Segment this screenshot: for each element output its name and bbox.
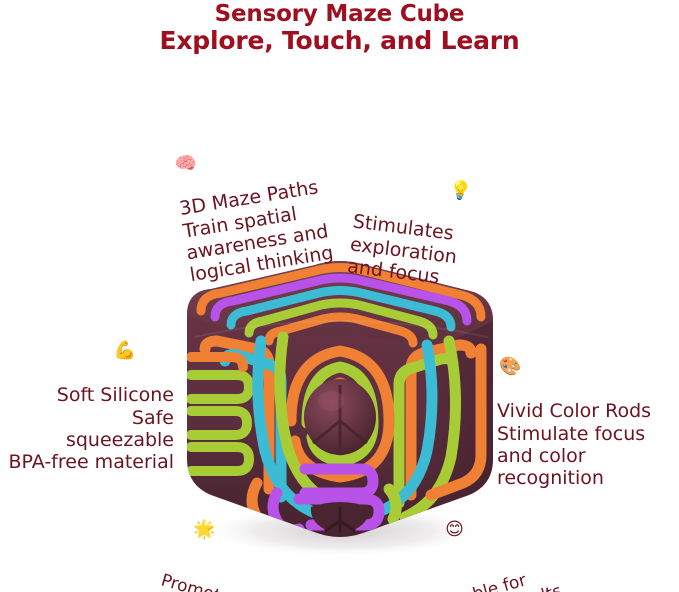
feature-stimulates: 💡 Stimulates exploration and focus — [343, 148, 501, 316]
smiley-face-icon: 😊 — [445, 518, 464, 540]
title-line-secondary: Explore, Touch, and Learn — [159, 25, 520, 55]
feature-maze-paths: 🧠 3D Maze Paths Train spatial awareness … — [168, 109, 368, 309]
lightbulb-icon: 💡 — [448, 179, 474, 203]
maze-cube-illustration — [187, 261, 493, 557]
feature-stimulates-text: Stimulates exploration and focus — [346, 210, 459, 289]
flexed-biceps-icon: 💪 — [113, 340, 136, 362]
maze-rods — [187, 263, 488, 536]
title-line-primary: Sensory Maze Cube — [214, 1, 465, 27]
rod-group-top — [196, 263, 486, 348]
cube-center-knob — [304, 379, 376, 455]
artist-palette-icon: 🎨 — [499, 356, 522, 378]
product-image — [165, 245, 515, 565]
feature-vivid-color-rods-text: Vivid Color Rods Stimulate focus and col… — [497, 400, 652, 490]
brain-icon: 🧠 — [173, 152, 199, 177]
rod-group-left-comb — [187, 352, 254, 476]
feature-vivid-color-rods: 🎨 Vivid Color Rods Stimulate focus and c… — [497, 336, 673, 512]
feature-soft-silicone: 💪 Soft Silicone Safe squeezable BPA-free… — [8, 320, 174, 496]
feature-maze-paths-text: 3D Maze Paths Train spatial awareness an… — [177, 176, 335, 287]
rod-group-right — [375, 335, 487, 523]
cube-bottom-dimple — [310, 502, 370, 535]
feature-suitable-for-all-text: Suitable for kids and adults — [429, 570, 564, 592]
feature-promotes-focus-text: Promotes Focus & Calm — [153, 570, 242, 592]
page-title: Sensory Maze Cube Explore, Touch, and Le… — [0, 2, 679, 54]
sparkle-star-icon: 🌟 — [192, 518, 216, 540]
feature-soft-silicone-text: Soft Silicone Safe squeezable BPA-free m… — [8, 384, 174, 474]
